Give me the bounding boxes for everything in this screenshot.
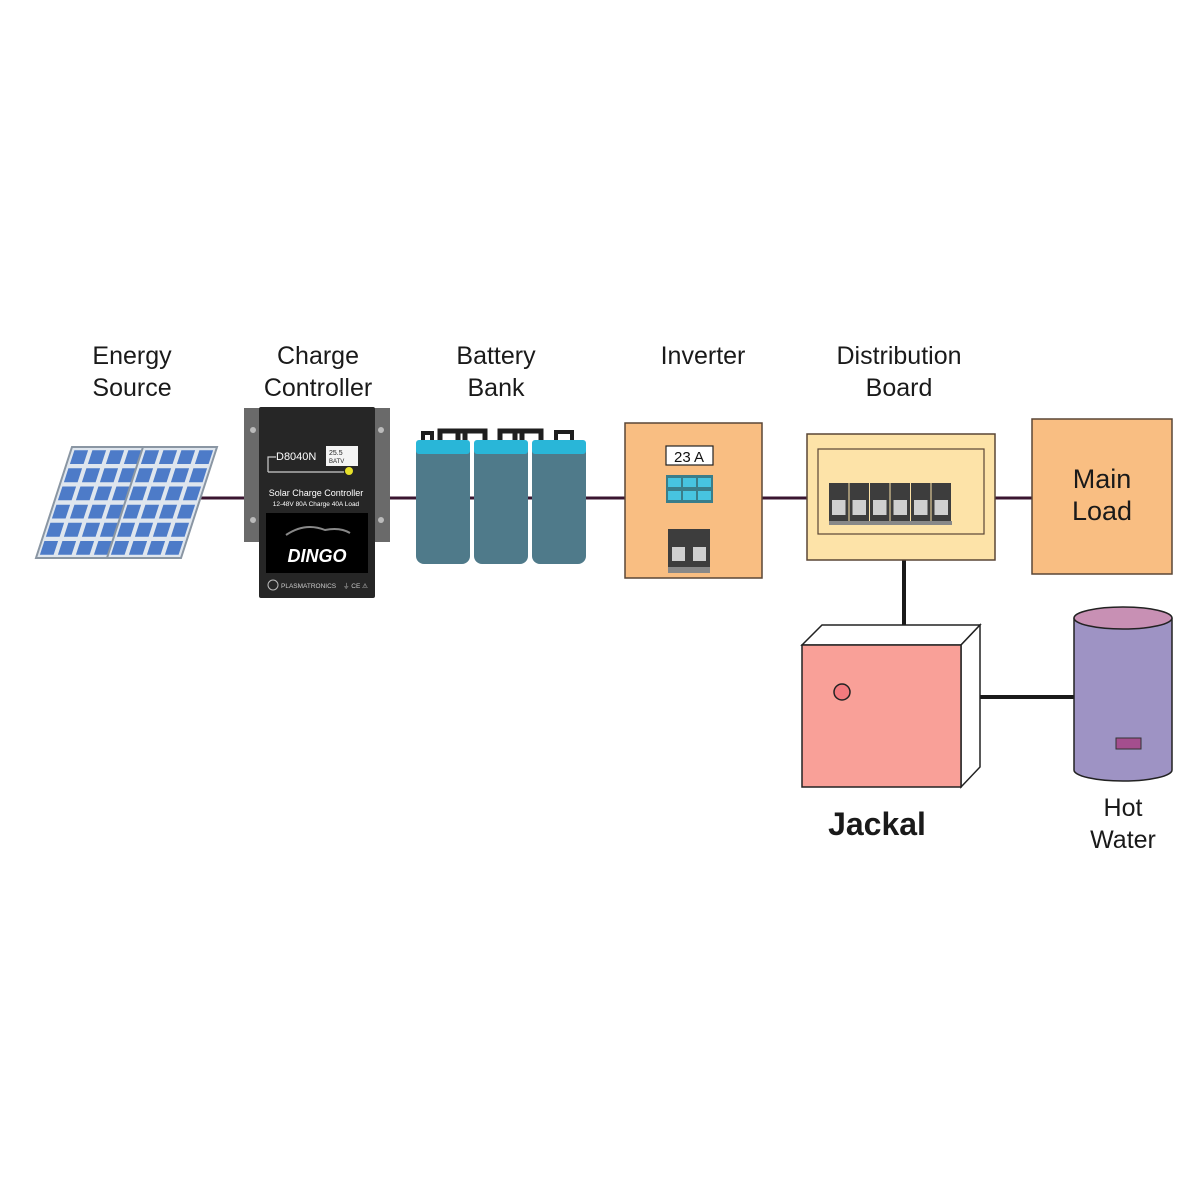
- solar-cell: [75, 486, 95, 501]
- solar-cell: [81, 468, 101, 483]
- controller-display-value: 25.5: [329, 450, 343, 457]
- svg-text:Load: Load: [1072, 496, 1132, 526]
- solar-cell: [146, 541, 166, 555]
- solar-cell: [152, 522, 172, 537]
- solar-cell: [140, 450, 160, 464]
- solar-cell: [146, 486, 166, 501]
- label-battery-bank: Battery Bank: [456, 342, 536, 402]
- svg-text:Board: Board: [866, 374, 933, 402]
- jackal-box: [800, 623, 982, 789]
- solar-cell: [99, 468, 119, 483]
- label-energy-source: Energy Source: [92, 342, 172, 402]
- solar-cell: [51, 504, 71, 519]
- solar-cell: [87, 504, 107, 519]
- solar-cell: [63, 468, 83, 483]
- solar-cell: [105, 504, 125, 519]
- solar-cell: [188, 468, 208, 483]
- svg-text:⏚ CE ⚠: ⏚ CE ⚠: [343, 582, 368, 590]
- svg-text:Energy: Energy: [92, 342, 172, 370]
- solar-cell: [140, 504, 160, 519]
- solar-panel-icon: [34, 446, 219, 559]
- main-load-box: Main Load: [1031, 418, 1173, 575]
- distribution-board-box: [806, 433, 996, 561]
- label-inverter: Inverter: [661, 342, 746, 370]
- solar-cell: [128, 486, 148, 501]
- solar-cell: [99, 522, 119, 537]
- breaker-switch: [914, 500, 928, 515]
- breaker-switch: [832, 500, 846, 515]
- svg-text:Controller: Controller: [264, 374, 372, 402]
- controller-spec: 12-48V 80A Charge 40A Load: [273, 501, 360, 508]
- solar-cell: [158, 504, 178, 519]
- breaker-switch: [852, 500, 866, 515]
- svg-text:Hot: Hot: [1104, 794, 1143, 822]
- solar-cell: [75, 541, 95, 555]
- label-distribution-board: Distribution Board: [836, 342, 961, 402]
- battery-icon: [416, 428, 586, 564]
- svg-text:Inverter: Inverter: [661, 342, 746, 370]
- solar-cell: [164, 541, 184, 555]
- solar-cell: [63, 522, 83, 537]
- solar-cell: [170, 522, 190, 537]
- solar-cell: [81, 522, 101, 537]
- solar-cell: [122, 504, 142, 519]
- solar-cell: [128, 541, 148, 555]
- controller-maker: PLASMATRONICS: [281, 583, 337, 590]
- svg-text:Source: Source: [92, 374, 171, 402]
- breaker-switch: [893, 500, 907, 515]
- breaker-rail: [829, 521, 952, 525]
- controller-brand: DINGO: [287, 546, 346, 566]
- solar-cell: [93, 541, 113, 555]
- solar-cell: [45, 522, 65, 537]
- svg-text:Bank: Bank: [468, 374, 525, 402]
- solar-cell: [111, 486, 131, 501]
- solar-cell: [176, 450, 196, 464]
- solar-cell: [39, 541, 59, 555]
- breaker-switch: [934, 500, 948, 515]
- solar-cell: [134, 522, 154, 537]
- svg-text:Distribution: Distribution: [836, 342, 961, 370]
- solar-cell: [69, 450, 89, 464]
- solar-cell: [116, 522, 136, 537]
- inverter-display: 23 A: [674, 449, 704, 466]
- breaker-switch: [873, 500, 887, 515]
- svg-text:Battery: Battery: [456, 342, 536, 370]
- solar-cell: [105, 450, 125, 464]
- solar-cell: [110, 541, 130, 555]
- solar-cell: [176, 504, 196, 519]
- solar-cell: [158, 450, 178, 464]
- svg-text:Charge: Charge: [277, 342, 359, 370]
- solar-cell: [57, 541, 77, 555]
- charge-controller-icon: D8040N 25.5 BATV Solar Charge Controller…: [244, 407, 390, 598]
- circuit-breaker-icon: [829, 483, 952, 525]
- label-charge-controller: Charge Controller: [264, 342, 372, 402]
- label-hot-water: Hot Water: [1090, 794, 1156, 854]
- solar-cell: [170, 468, 190, 483]
- label-jackal: Jackal: [828, 806, 926, 842]
- solar-cell: [134, 468, 154, 483]
- solar-cell: [164, 486, 184, 501]
- solar-cell: [152, 468, 172, 483]
- solar-cell: [57, 486, 77, 501]
- svg-text:Main: Main: [1073, 464, 1132, 494]
- solar-cell: [117, 468, 137, 483]
- solar-cell: [194, 450, 214, 464]
- solar-cell: [123, 450, 143, 464]
- controller-title: Solar Charge Controller: [269, 488, 364, 498]
- water-tank-icon: [1073, 606, 1173, 782]
- solar-cell: [69, 504, 89, 519]
- circuit-breaker-icon: [668, 529, 710, 573]
- solar-cell: [87, 450, 107, 464]
- controller-model: D8040N: [276, 451, 316, 463]
- controller-display-unit: BATV: [329, 459, 344, 465]
- solar-cell: [182, 486, 202, 501]
- svg-text:Water: Water: [1090, 826, 1156, 854]
- solar-cell: [93, 486, 113, 501]
- inverter-box: 23 A: [624, 422, 763, 579]
